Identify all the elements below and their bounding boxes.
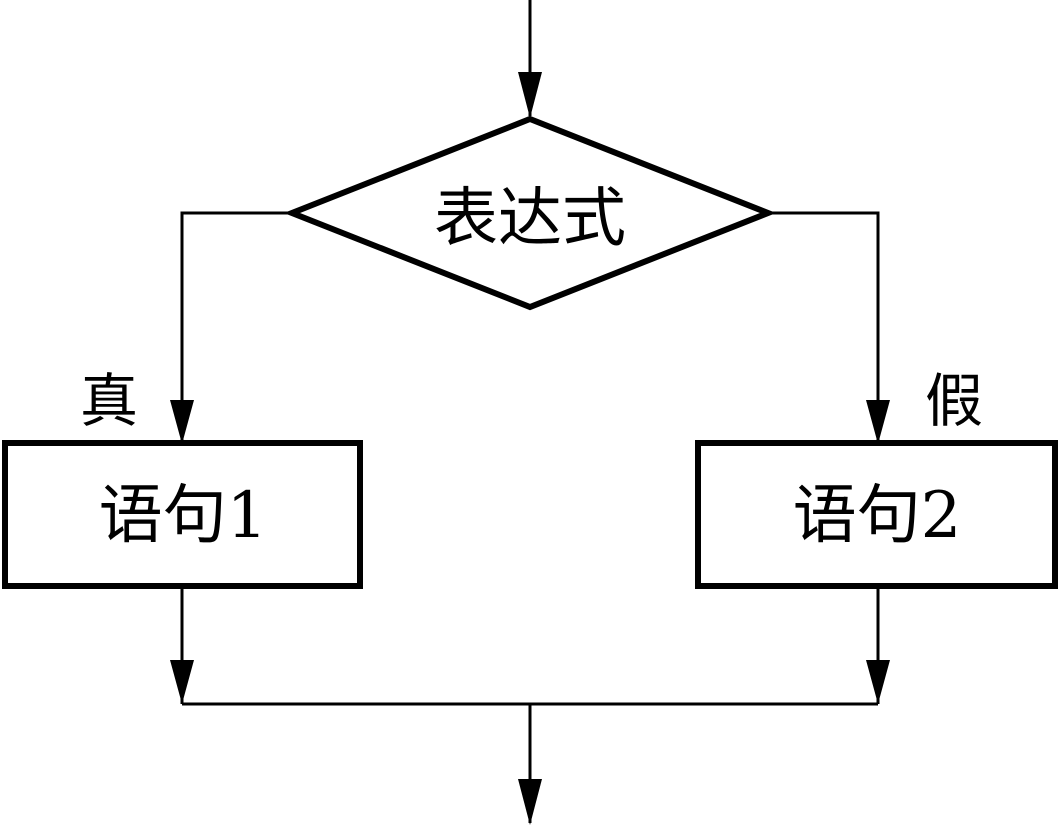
false-branch-label: 假	[925, 367, 983, 435]
entry-arrowhead	[518, 72, 542, 118]
true-branch-arrowhead	[170, 400, 194, 444]
exit-arrowhead	[518, 779, 542, 825]
true-branch-label: 真	[80, 367, 138, 435]
statement-1-label: 语句1	[99, 479, 268, 553]
statement-1-exit-arrowhead	[170, 660, 194, 704]
true-branch-line	[180, 211, 292, 440]
decision-diamond	[283, 115, 777, 311]
statement-2-box	[695, 440, 1058, 589]
statement-1-box	[2, 440, 363, 589]
false-branch-arrowhead	[866, 400, 890, 444]
false-branch-line	[768, 211, 880, 440]
statement-2-label: 语句2	[793, 479, 962, 553]
decision-label: 表达式	[434, 182, 626, 256]
statement-2-exit-arrowhead	[866, 660, 890, 704]
